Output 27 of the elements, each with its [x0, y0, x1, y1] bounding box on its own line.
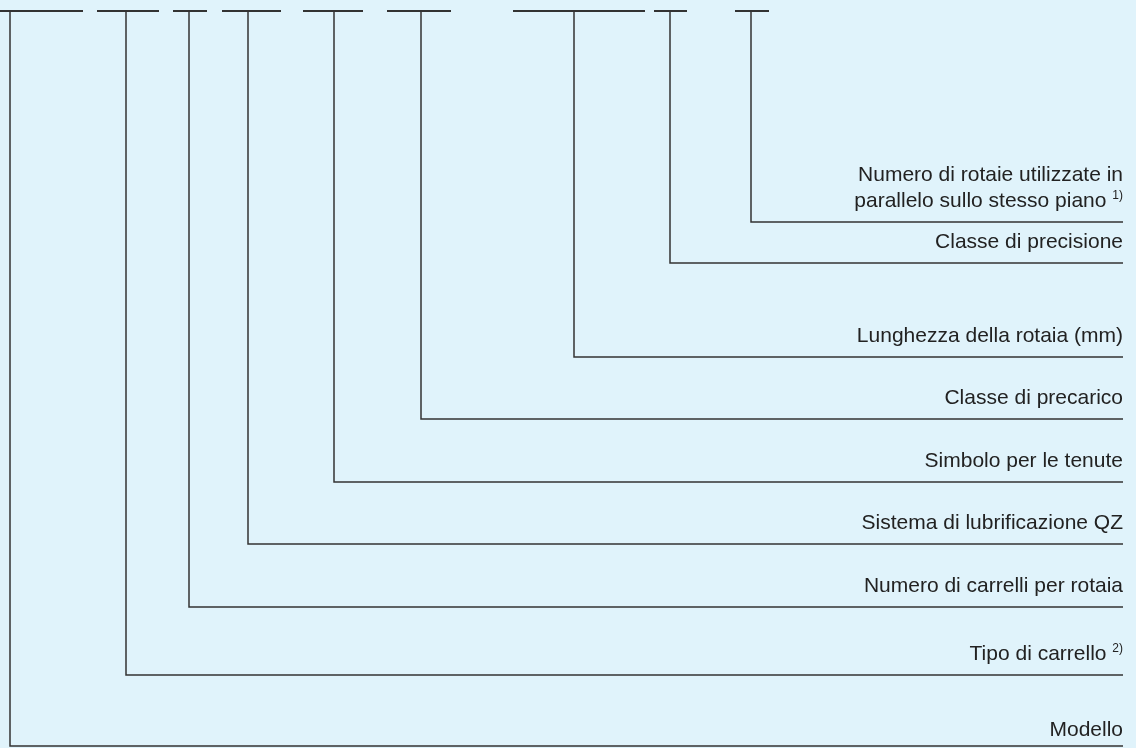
leader-line — [188, 10, 1124, 608]
fill-in-line — [387, 10, 451, 12]
code-field-label: Numero di carrelli per rotaia — [863, 572, 1123, 598]
code-field-label: Classe di precisione — [935, 228, 1123, 254]
fill-in-line — [303, 10, 363, 12]
code-field-label: Lunghezza della rotaia (mm) — [856, 322, 1123, 348]
code-field-label: Classe di precarico — [944, 384, 1123, 410]
fill-in-line — [97, 10, 159, 12]
leader-line — [333, 10, 1124, 483]
leader-line — [9, 10, 1124, 747]
fill-in-line — [654, 10, 687, 12]
fill-in-line — [513, 10, 645, 12]
fill-in-line — [222, 10, 281, 12]
code-field-label: Sistema di lubrificazione QZ — [861, 509, 1123, 535]
code-field-label: Simbolo per le tenute — [924, 447, 1123, 473]
code-field-label: Numero di rotaie utilizzate in parallelo sullo stesso piano $^{1)}$ — [823, 161, 1123, 213]
leader-line — [420, 10, 1124, 420]
fill-in-line — [0, 10, 83, 12]
fill-in-line — [735, 10, 769, 12]
leader-line — [247, 10, 1124, 545]
leader-line — [573, 10, 1124, 358]
code-field-label: Modello — [1049, 716, 1123, 742]
fill-in-line — [173, 10, 207, 12]
leader-line — [669, 10, 1124, 264]
code-field-label: Tipo di carrello $^{2)}$ — [969, 640, 1123, 666]
leader-line — [750, 10, 1124, 223]
leader-line — [125, 10, 1124, 676]
